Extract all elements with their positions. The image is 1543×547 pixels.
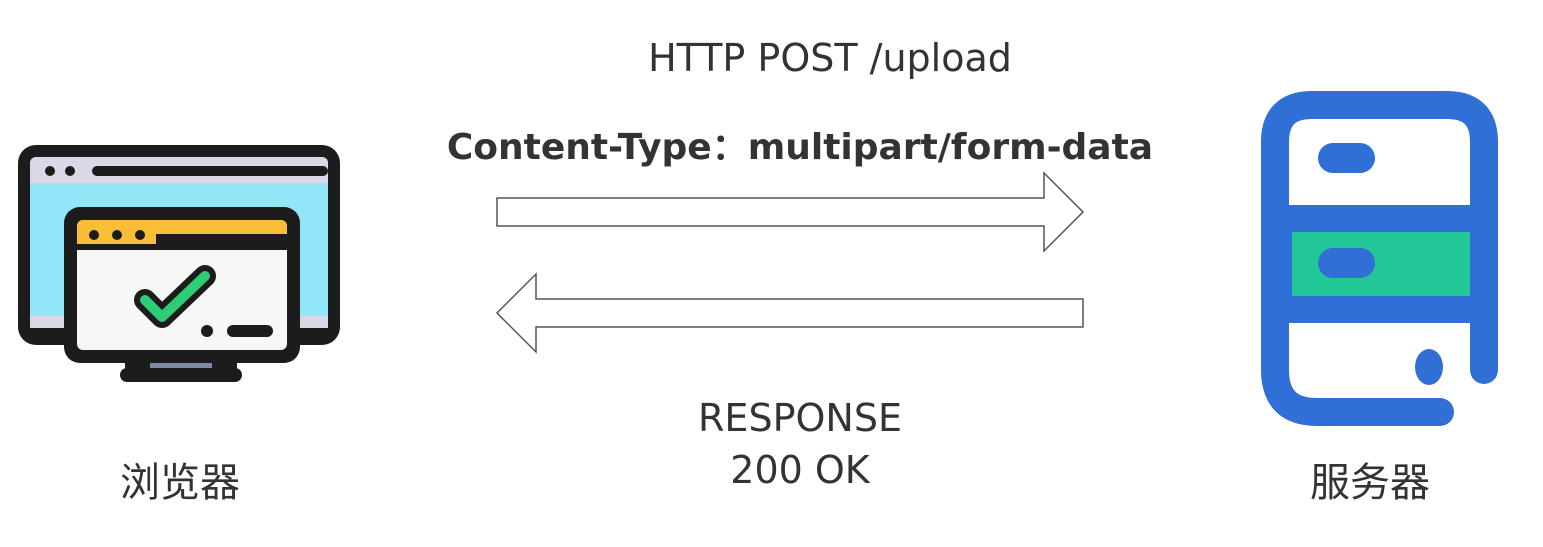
server-slot-2 — [1318, 248, 1375, 278]
response-status-label: RESPONSE 200 OK — [0, 392, 1543, 496]
server-slot-1 — [1318, 143, 1375, 173]
arrow-right-icon — [496, 171, 1085, 253]
response-code-text: 200 OK — [730, 448, 870, 492]
request-method-label: HTTP POST /upload — [0, 36, 1543, 80]
server-outline — [1261, 91, 1498, 426]
request-header-text: Content-Type：multipart/form-data — [446, 127, 1154, 168]
request-method-text: HTTP POST /upload — [648, 36, 1012, 80]
monitor-with-check-icon — [18, 145, 340, 382]
response-title-text: RESPONSE — [698, 396, 902, 440]
arrow-left-icon — [495, 272, 1084, 354]
server-rack-icon — [1261, 91, 1498, 426]
server-middle-band — [1289, 230, 1470, 298]
server-label: 服务器 — [1310, 460, 1430, 506]
browser-label: 浏览器 — [120, 460, 240, 506]
server-led — [1415, 349, 1443, 385]
request-header-label: Content-Type：multipart/form-data — [0, 118, 1543, 170]
